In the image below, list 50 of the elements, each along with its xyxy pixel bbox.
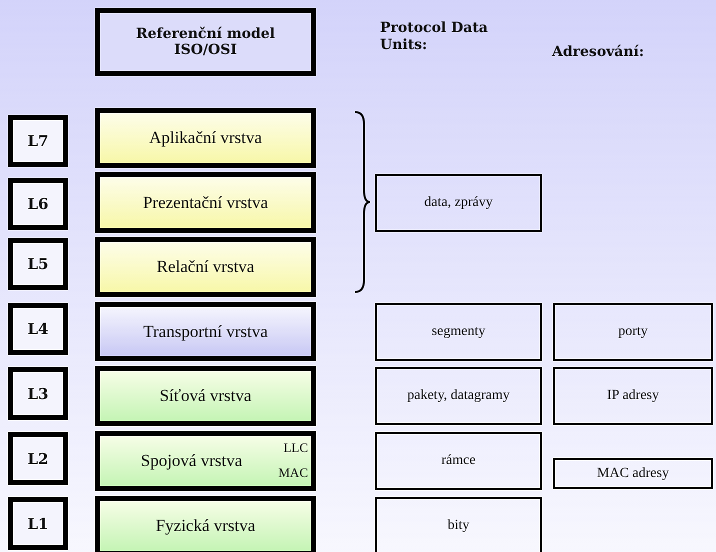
layer-number-box	[8, 303, 68, 355]
layer-box	[95, 366, 316, 426]
layer-name: L7	[28, 132, 48, 150]
layer-name: L3	[28, 384, 48, 402]
column-heading: Adresování:	[552, 44, 646, 61]
layer-name: data, zprávy	[424, 195, 493, 211]
info-box	[375, 303, 542, 361]
layer-name: L4	[28, 320, 48, 338]
layer-number-box	[8, 238, 68, 290]
info-box	[553, 458, 713, 489]
layer-name: L1	[28, 514, 48, 532]
layer-box	[95, 431, 316, 491]
layer-box	[95, 108, 316, 168]
layer-number-box	[8, 178, 68, 230]
layer-name: pakety, datagramy	[407, 388, 510, 404]
layer-name: Prezentační vrstva	[142, 192, 268, 212]
layer-name: Relační vrstva	[156, 257, 254, 277]
title-box	[95, 8, 316, 76]
layer-name: L2	[28, 450, 48, 468]
layer-name: Transportní vrstva	[143, 322, 268, 342]
layer-box	[95, 496, 316, 552]
info-box	[553, 367, 713, 425]
layer-name: L5	[28, 255, 48, 273]
layer-number-box	[8, 367, 68, 420]
layer-name: Spojová vrstva	[140, 451, 242, 471]
layer-name: Fyzická vrstva	[156, 516, 256, 536]
info-box	[375, 174, 542, 232]
sublayer-label: LLC	[283, 440, 308, 456]
layer-name: Referenční model ISO/OSI	[135, 26, 276, 58]
layer-name: Síťová vrstva	[160, 386, 252, 406]
layer-number-box	[8, 432, 68, 485]
layer-box	[95, 302, 316, 361]
layer-box	[95, 172, 316, 233]
info-box	[375, 367, 542, 425]
layer-number-box	[8, 115, 68, 167]
info-box	[375, 432, 542, 490]
layer-name: segmenty	[432, 324, 486, 340]
layer-name: Aplikační vrstva	[149, 128, 262, 148]
column-heading: Protocol Data Units:	[380, 20, 489, 54]
layer-name: porty	[618, 324, 648, 340]
layer-name: bity	[448, 518, 470, 534]
layer-name: L6	[28, 195, 48, 213]
layer-name: IP adresy	[607, 388, 659, 404]
layer-number-box	[8, 497, 68, 550]
layer-name: rámce	[441, 453, 476, 469]
layer-name: MAC adresy	[597, 466, 669, 482]
info-box	[375, 497, 542, 552]
layer-box	[95, 237, 316, 297]
info-box	[553, 303, 713, 361]
sublayer-label: MAC	[278, 465, 308, 481]
